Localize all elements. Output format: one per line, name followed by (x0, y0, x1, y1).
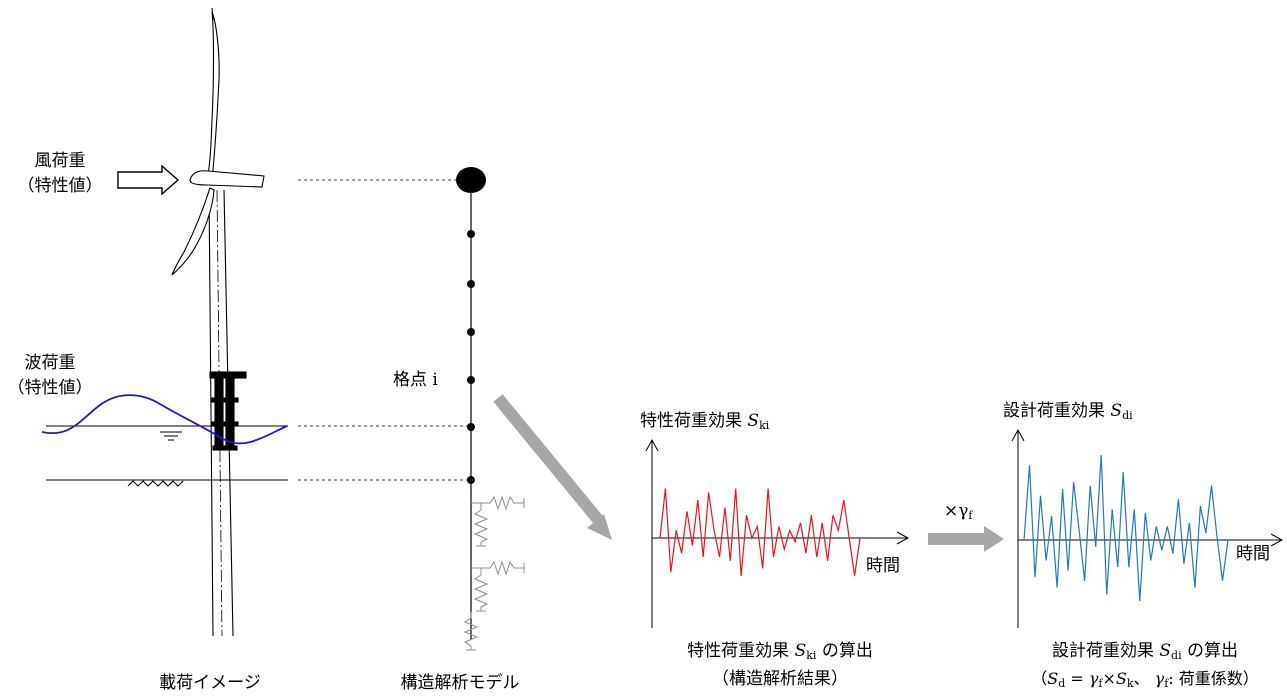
design-symbol: S (1110, 401, 1123, 421)
characteristic-chart-axes (645, 438, 910, 628)
model-node (467, 280, 475, 288)
design-title-text: 設計荷重効果 (1003, 401, 1105, 421)
load-factor-symbol: ×γ (944, 501, 969, 521)
design-caption: 設計荷重効果 Sdi の算出 （Sd = γf×Sk、 γf: 荷重係数） (1010, 640, 1280, 690)
characteristic-caption: 特性荷重効果 Ski の算出 （構造解析結果） (640, 640, 920, 690)
design-caption-after: の算出 (1187, 641, 1239, 661)
model-node (467, 476, 475, 484)
wave-load-label: 波荷重 （特性値） (0, 352, 100, 399)
soil-springs (463, 495, 525, 651)
water-and-seabed-lines (46, 425, 288, 487)
characteristic-symbol-sub: ki (759, 419, 770, 432)
design-caption-symbol: S (1159, 641, 1172, 661)
characteristic-symbol: S (747, 411, 760, 431)
characteristic-caption-sub: ki (806, 649, 817, 662)
wind-load-title: 風荷重 (34, 151, 86, 171)
characteristic-chart-title: 特性荷重効果 Ski (640, 410, 769, 432)
design-chart-title: 設計荷重効果 Sdi (1003, 400, 1133, 422)
characteristic-caption-text: 特性荷重効果 (687, 641, 790, 661)
flow-arrow-to-characteristic (493, 394, 612, 540)
wind-load-arrow (117, 164, 180, 196)
characteristic-caption-line2: （構造解析結果） (712, 669, 848, 689)
wind-load-label: 風荷重 （特性値） (5, 150, 115, 197)
guide-lines (298, 179, 468, 481)
design-caption-text: 設計荷重効果 (1051, 641, 1154, 661)
structural-model-caption: 構造解析モデル (400, 673, 520, 693)
design-caption-sub: di (1171, 649, 1182, 662)
wind-load-subtitle: （特性値） (17, 176, 103, 196)
design-caption-line2: （Sd = γf×Sk、 γf: 荷重係数） (1031, 669, 1259, 690)
load-image-caption: 載荷イメージ (159, 673, 261, 693)
characteristic-series-line (659, 488, 861, 577)
load-factor-label: ×γf (944, 500, 972, 522)
load-factor-sub: f (968, 509, 973, 522)
characteristic-caption-after: の算出 (821, 641, 873, 661)
wind-turbine-drawing (171, 7, 265, 637)
flow-arrow-to-design (928, 526, 1004, 552)
structural-model (456, 167, 525, 651)
characteristic-title-text: 特性荷重効果 (640, 411, 742, 431)
model-node (467, 328, 475, 336)
model-node (467, 230, 475, 238)
design-symbol-sub: di (1122, 409, 1133, 422)
model-node-i (467, 376, 475, 384)
wave-load-subtitle: （特性値） (7, 378, 93, 398)
design-chart-axes (1011, 428, 1284, 628)
characteristic-caption-line1: 特性荷重効果 Ski の算出 (640, 640, 920, 662)
wave-curve (41, 394, 288, 445)
design-xlabel: 時間 (1236, 544, 1270, 564)
model-node (467, 423, 475, 431)
characteristic-xlabel: 時間 (866, 556, 900, 576)
design-series-line (1023, 454, 1229, 602)
node-i-label: 格点 i (393, 370, 438, 390)
wave-load-title: 波荷重 (24, 353, 76, 373)
characteristic-caption-symbol: S (794, 641, 807, 661)
design-caption-line1: 設計荷重効果 Sdi の算出 (1010, 640, 1280, 662)
top-mass-node (456, 167, 486, 193)
